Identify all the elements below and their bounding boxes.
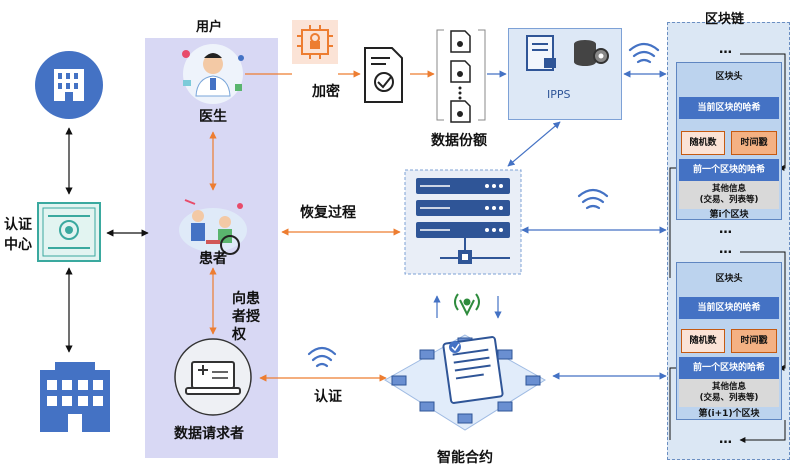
server-rack-icon xyxy=(404,169,522,275)
auth-center-label-2: 中心 xyxy=(4,237,32,253)
share-icon-1 xyxy=(450,30,471,53)
block-index-label: 第(i+1)个区块 xyxy=(698,409,760,419)
chain-ellipsis-top: … xyxy=(719,42,733,57)
auth-center-label-1: 认证 xyxy=(4,217,32,233)
block-index-label: 第i个区块 xyxy=(709,210,749,220)
authorize-label-3: 权 xyxy=(232,327,246,343)
other-info-line-1: 其他信息 xyxy=(711,184,746,194)
previous-hash-field: 前一个区块的哈希 xyxy=(679,357,779,379)
smart-contract-icon xyxy=(384,334,546,431)
recovery-label: 恢复过程 xyxy=(300,205,356,221)
patient-icon xyxy=(179,199,247,255)
requester-label: 数据请求者 xyxy=(174,426,244,442)
chain-link-2 xyxy=(669,167,676,278)
chain-ellipsis-mid-2: … xyxy=(719,242,733,257)
ipfs-panel xyxy=(508,28,622,120)
patient-label: 患者 xyxy=(199,251,227,267)
certify-label: 认证 xyxy=(314,389,342,405)
wifi-icon xyxy=(577,188,609,210)
authorize-label-1: 向患 xyxy=(232,291,260,307)
data-shares-label: 数据份额 xyxy=(431,133,487,149)
nonce-field: 随机数 xyxy=(681,329,725,353)
shares-bracket-left xyxy=(436,29,444,121)
other-info-line-1: 其他信息 xyxy=(711,382,746,392)
block-header-label: 区块头 xyxy=(715,274,743,284)
share-icon-3 xyxy=(450,100,471,123)
share-icon-2 xyxy=(450,60,471,83)
hospital-building-icon xyxy=(40,362,110,432)
arrow-ipfs-server xyxy=(507,121,561,167)
block-card: 区块头 当前区块的哈希 随机数 时间戳 前一个区块的哈希 其他信息 (交易、列表… xyxy=(676,262,782,420)
other-info-field: 其他信息 (交易、列表等) xyxy=(679,181,779,209)
authorize-label-2: 者授 xyxy=(232,309,260,325)
other-info-line-2: (交易、列表等) xyxy=(699,195,759,205)
ipfs-label: IPPS xyxy=(547,88,571,101)
nonce-field: 随机数 xyxy=(681,131,725,155)
encrypt-label: 加密 xyxy=(312,84,340,100)
chain-link-5 xyxy=(739,420,786,443)
timestamp-field: 时间戳 xyxy=(731,329,777,353)
chip-icon xyxy=(292,20,338,64)
doctor-icon xyxy=(182,44,244,104)
timestamp-field: 时间戳 xyxy=(731,131,777,155)
block-card: 区块头 当前区块的哈希 随机数 时间戳 前一个区块的哈希 其他信息 (交易、列表… xyxy=(676,62,782,220)
chain-ellipsis-bottom: … xyxy=(719,432,733,447)
shares-bracket-right xyxy=(478,29,486,121)
chain-link-3 xyxy=(740,251,786,371)
encrypted-document-icon xyxy=(364,47,403,103)
chain-link-1 xyxy=(740,53,786,171)
laptop-icon xyxy=(174,338,252,416)
chain-ellipsis-mid-1: … xyxy=(719,222,733,237)
bank-icon xyxy=(35,51,103,119)
block-header-label: 区块头 xyxy=(715,72,743,82)
smart-contract-label: 智能合约 xyxy=(437,450,493,466)
certificate-icon xyxy=(37,202,101,262)
database-gear-icon xyxy=(574,40,609,66)
share-ellipsis xyxy=(458,86,462,100)
storage-document-icon xyxy=(526,35,556,71)
blockchain-title: 区块链 xyxy=(705,12,745,27)
current-hash-field: 当前区块的哈希 xyxy=(679,97,779,119)
chain-link-4 xyxy=(669,367,676,440)
wifi-icon xyxy=(628,42,660,64)
current-hash-field: 当前区块的哈希 xyxy=(679,297,779,319)
other-info-line-2: (交易、列表等) xyxy=(699,393,759,403)
signal-tower-icon xyxy=(454,293,480,317)
other-info-field: 其他信息 (交易、列表等) xyxy=(679,379,779,407)
user-panel-title: 用户 xyxy=(196,20,223,35)
doctor-label: 医生 xyxy=(199,109,227,125)
wifi-icon xyxy=(307,346,337,368)
previous-hash-field: 前一个区块的哈希 xyxy=(679,159,779,181)
